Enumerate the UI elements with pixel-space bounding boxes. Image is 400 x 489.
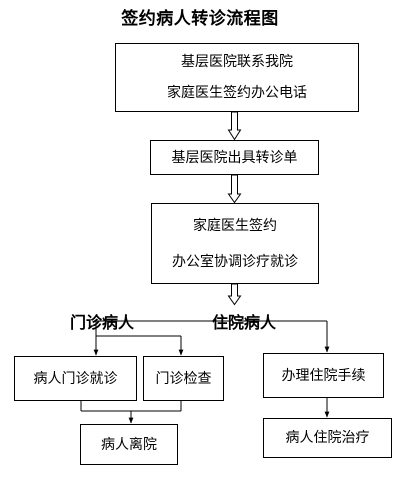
inpatient-treatment-box: 病人住院治疗 — [263, 418, 392, 458]
hollow-arrow-2 — [227, 174, 242, 204]
referral-form-box: 基层医院出具转诊单 — [150, 140, 319, 175]
outpatient-visit-box: 病人门诊就诊 — [14, 356, 137, 401]
coordinate-line1: 家庭医生签约 — [193, 217, 277, 234]
coordinate-box: 家庭医生签约 办公室协调诊疗就诊 — [151, 203, 319, 284]
contact-office-line1: 基层医院联系我院 — [181, 54, 293, 70]
discharge-box: 病人离院 — [80, 424, 178, 465]
outpatient-visit-text: 病人门诊就诊 — [33, 370, 118, 387]
referral-form-text: 基层医院出具转诊单 — [171, 149, 298, 166]
outpatient-exam-text: 门诊检查 — [155, 370, 212, 387]
hollow-arrow-3 — [227, 283, 242, 306]
inpatient-label: 住院病人 — [212, 313, 277, 332]
discharge-text: 病人离院 — [101, 436, 157, 453]
contact-office-box: 基层医院联系我院 家庭医生签约办公电话 — [115, 43, 359, 112]
outpatient-exam-box: 门诊检查 — [143, 356, 224, 401]
outpatient-label: 门诊病人 — [70, 313, 135, 332]
admission-box: 办理住院手续 — [263, 353, 384, 398]
admission-text: 办理住院手续 — [281, 367, 366, 384]
inpatient-treatment-text: 病人住院治疗 — [285, 430, 370, 446]
hollow-arrow-1 — [227, 111, 242, 141]
diagram-title: 签约病人转诊流程图 — [121, 9, 279, 29]
contact-office-line2: 家庭医生签约办公电话 — [167, 85, 307, 101]
coordinate-line2: 办公室协调诊疗就诊 — [172, 253, 298, 270]
